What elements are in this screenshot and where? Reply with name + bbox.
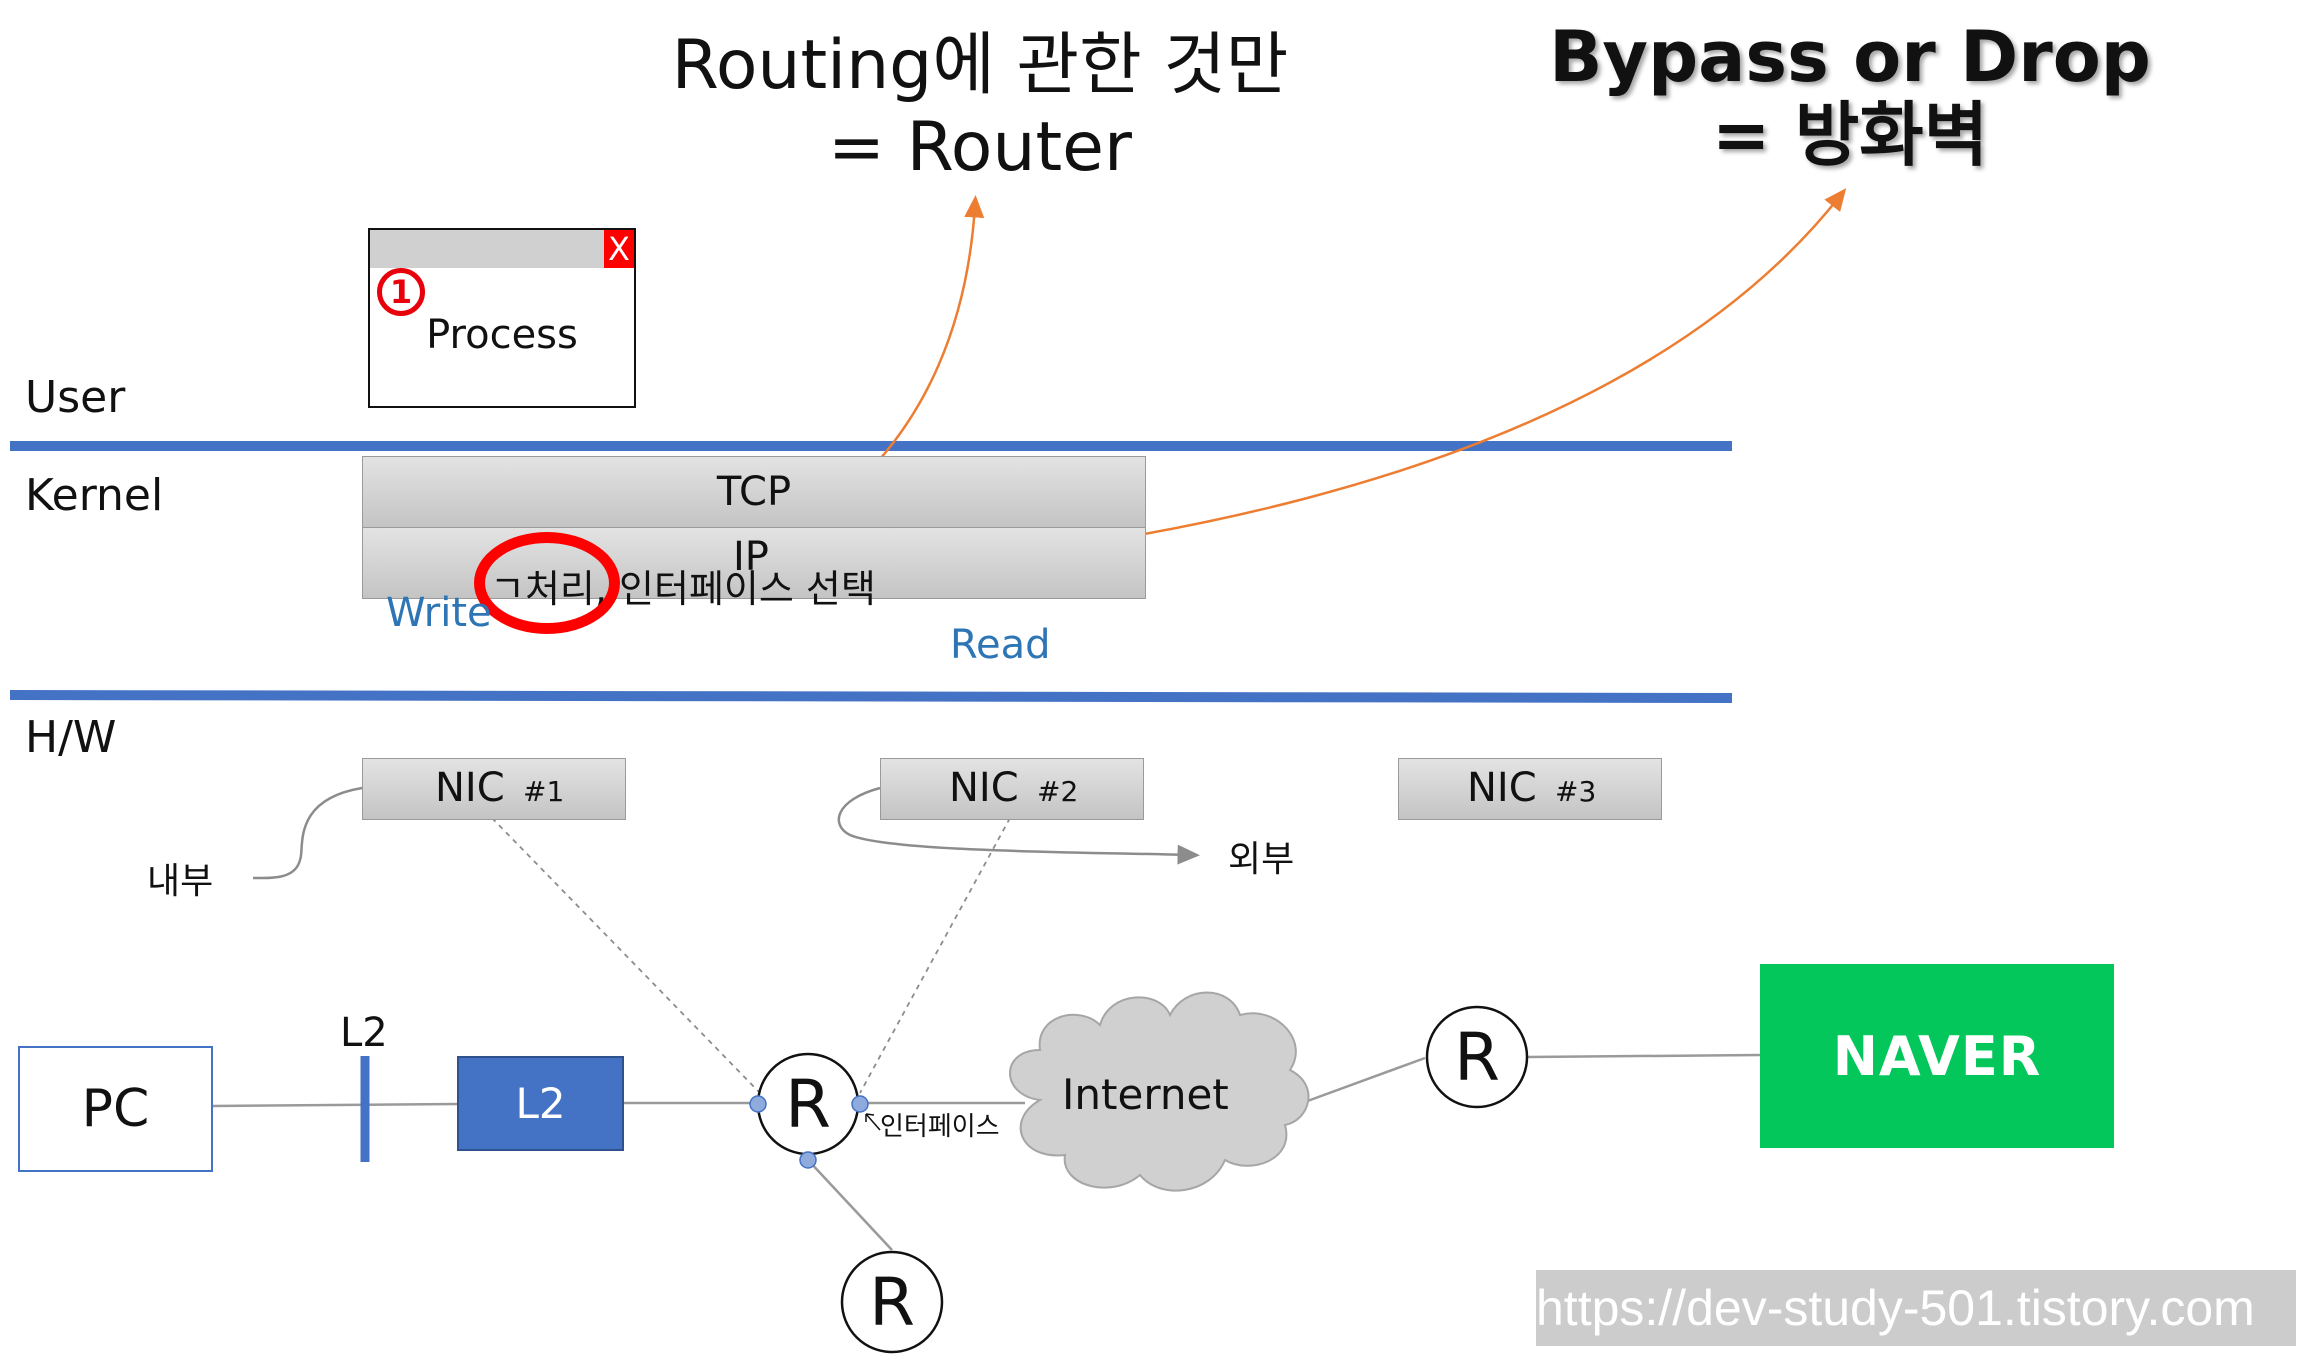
- tcp-label: TCP: [716, 469, 792, 515]
- pc-l2-link: [212, 1102, 458, 1108]
- outer-label: 외부: [1228, 839, 1295, 880]
- l2-switch-label: L2: [515, 1079, 566, 1128]
- ip-label: IP: [733, 534, 769, 580]
- nic-3-number: #3: [1555, 775, 1597, 808]
- interface-dot-left: [749, 1095, 767, 1113]
- l2-switch-box: L2: [457, 1056, 624, 1151]
- internet-router2-link: [1301, 1056, 1426, 1105]
- inner-label: 내부: [147, 861, 214, 902]
- interface-note: 인터페이스: [880, 1112, 1000, 1142]
- interface-dot-bottom: [799, 1151, 817, 1169]
- l2-bar-label: L2: [340, 1010, 388, 1056]
- nic-3-box: NIC #3: [1398, 758, 1662, 820]
- router-title-line1: Routing에 관한 것만: [671, 26, 1289, 105]
- nic2-router-dashed: [859, 817, 1011, 1094]
- interface-dot-right: [851, 1095, 869, 1113]
- router-router3-link: [807, 1159, 893, 1251]
- router-bottom-label: R: [869, 1263, 915, 1341]
- internet-cloud: [1009, 991, 1310, 1192]
- pc-label: PC: [81, 1079, 150, 1139]
- firewall-title: Bypass or Drop = 방화벽: [1450, 18, 2250, 174]
- nic-2-label: NIC: [949, 765, 1019, 811]
- router2-naver-link: [1527, 1053, 1761, 1059]
- process-window: X Process: [368, 228, 636, 408]
- process-titlebar: [370, 230, 634, 268]
- interface-pointer: [865, 1113, 881, 1131]
- router-main-label: R: [785, 1065, 831, 1143]
- nic1-router-dashed: [491, 817, 761, 1094]
- nic-1-number: #1: [523, 775, 565, 808]
- nic-2-box: NIC #2: [880, 758, 1144, 820]
- naver-logo-box: NAVER: [1760, 964, 2114, 1148]
- read-label: Read: [950, 622, 1051, 668]
- process-label: Process: [426, 312, 578, 358]
- watermark: https://dev-study-501.tistory.com: [1536, 1270, 2296, 1346]
- internet-label: Internet: [1062, 1070, 1229, 1119]
- process-close-button[interactable]: X: [604, 230, 634, 268]
- kernel-hw-divider: [9, 690, 1733, 703]
- router-title: Routing에 관한 것만 = Router: [560, 25, 1400, 189]
- tcp-box: TCP: [362, 456, 1146, 528]
- highlight-ellipse: [474, 532, 620, 634]
- inner-curve: [252, 786, 363, 880]
- user-layer-label: User: [25, 372, 126, 423]
- hw-layer-label: H/W: [25, 712, 117, 763]
- router-title-line2: = Router: [828, 108, 1132, 187]
- router-bottom-circle: [840, 1250, 944, 1354]
- router-right-circle: [1425, 1005, 1529, 1109]
- outer-curve: [837, 786, 1200, 865]
- nic-2-number: #2: [1037, 775, 1079, 808]
- naver-label: NAVER: [1832, 1024, 2042, 1088]
- kernel-layer-label: Kernel: [25, 470, 164, 521]
- nic-1-box: NIC #1: [362, 758, 626, 820]
- firewall-title-line2: = 방화벽: [1711, 94, 1989, 176]
- write-label: Write: [386, 590, 492, 636]
- firewall-title-line1: Bypass or Drop: [1549, 16, 2151, 98]
- nic-1-label: NIC: [435, 765, 505, 811]
- step-1-badge: 1: [377, 268, 425, 316]
- nic-3-label: NIC: [1467, 765, 1537, 811]
- router-right-label: R: [1454, 1018, 1500, 1096]
- pc-box: PC: [18, 1046, 213, 1172]
